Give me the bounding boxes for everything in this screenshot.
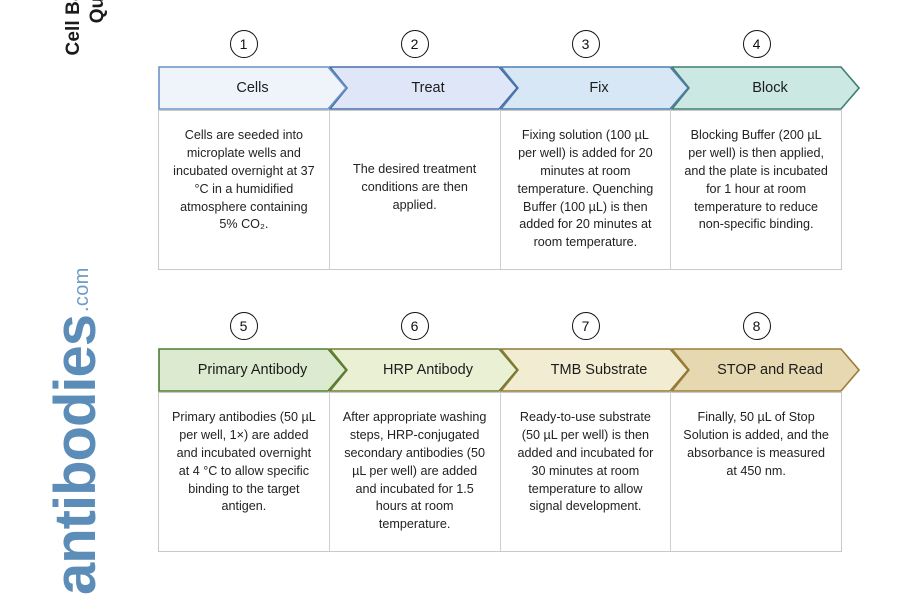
step-description-cell: Cells are seeded into microplate wells a… [159, 111, 330, 269]
step-description-cell: After appropriate washing steps, HRP-con… [330, 393, 501, 551]
chevron-label: STOP and Read [717, 362, 823, 378]
brand-logo-wordmark: antibodies [42, 314, 108, 595]
chevron-step-5[interactable]: Primary Antibody [158, 348, 347, 392]
step-description-text: Ready-to-use substrate (50 µL per well) … [517, 410, 654, 514]
step-number-badge: 7 [571, 312, 600, 340]
step-description-text: Finally, 50 µL of Stop Solution is added… [683, 410, 829, 478]
step-number-badge: 2 [400, 30, 429, 58]
step-number-badge: 8 [742, 312, 771, 340]
chevron-step-7[interactable]: TMB Substrate [500, 348, 689, 392]
step-number-badge: 1 [229, 30, 258, 58]
chevron-label: Primary Antibody [197, 362, 308, 378]
chevron-label: Fix [589, 80, 609, 96]
chevron-step-3[interactable]: Fix [500, 66, 689, 110]
chevron-shape [500, 348, 689, 392]
step-number-badge: 6 [400, 312, 429, 340]
chevron-strip: Cells Treat Fix Block [158, 66, 842, 110]
step-number-strip: 1 2 3 4 [158, 30, 842, 62]
chevron-label: TMB Substrate [550, 362, 648, 378]
chevron-label: HRP Antibody [382, 362, 473, 378]
page-title: Cell Based ELISA Kits Quick Protocol [56, 0, 116, 90]
chevron-shape [500, 66, 689, 110]
step-description-text: After appropriate washing steps, HRP-con… [342, 410, 487, 532]
step-description-text: The desired treatment conditions are the… [353, 162, 477, 212]
description-strip: Primary antibodies (50 µL per well, 1×) … [158, 392, 842, 552]
step-number-badge: 4 [742, 30, 771, 58]
chevron-label: Block [752, 80, 788, 96]
chevron-step-2[interactable]: Treat [329, 66, 518, 110]
chevron-label: Treat [411, 80, 445, 96]
chevron-step-6[interactable]: HRP Antibody [329, 348, 518, 392]
description-strip: Cells are seeded into microplate wells a… [158, 110, 842, 270]
step-number-badge: 5 [229, 312, 258, 340]
chevron-shape [329, 348, 518, 392]
step-description-cell: Ready-to-use substrate (50 µL per well) … [501, 393, 672, 551]
chevron-shape [158, 348, 347, 392]
protocol-row-2: 5 6 7 8 Primary Antibody HRP Antibody TMB Sub… [158, 312, 842, 552]
chevron-step-8[interactable]: STOP and Read [671, 348, 860, 392]
chevron-label: Cells [236, 80, 269, 96]
chevron-step-1[interactable]: Cells [158, 66, 347, 110]
brand-logo-tld: .com [71, 267, 93, 312]
chevron-step-4[interactable]: Block [671, 66, 860, 110]
step-description-cell: The desired treatment conditions are the… [330, 111, 501, 269]
chevron-shape [671, 348, 860, 392]
step-description-cell: Blocking Buffer (200 µL per well) is the… [671, 111, 841, 269]
step-description-text: Cells are seeded into microplate wells a… [173, 128, 315, 232]
page-title-line-1: Cell Based ELISA Kits [62, 0, 86, 55]
brand-logo: antibodies .com [13, 267, 108, 595]
chevron-shape [158, 66, 347, 110]
step-description-text: Fixing solution (100 µL per well) is add… [517, 128, 654, 250]
chevron-shape [671, 66, 860, 110]
chevron-shape [329, 66, 518, 110]
step-number-strip: 5 6 7 8 [158, 312, 842, 344]
protocol-row-1: 1 2 3 4 Cells Treat Fix Block Cells are seeded… [158, 30, 842, 270]
page-title-line-2: Quick Protocol [86, 0, 110, 23]
step-description-cell: Primary antibodies (50 µL per well, 1×) … [159, 393, 330, 551]
step-description-text: Primary antibodies (50 µL per well, 1×) … [171, 410, 316, 514]
step-description-text: Blocking Buffer (200 µL per well) is the… [684, 128, 828, 232]
step-description-cell: Finally, 50 µL of Stop Solution is added… [671, 393, 841, 551]
step-description-cell: Fixing solution (100 µL per well) is add… [501, 111, 672, 269]
step-number-badge: 3 [571, 30, 600, 58]
chevron-strip: Primary Antibody HRP Antibody TMB Substrat… [158, 348, 842, 392]
